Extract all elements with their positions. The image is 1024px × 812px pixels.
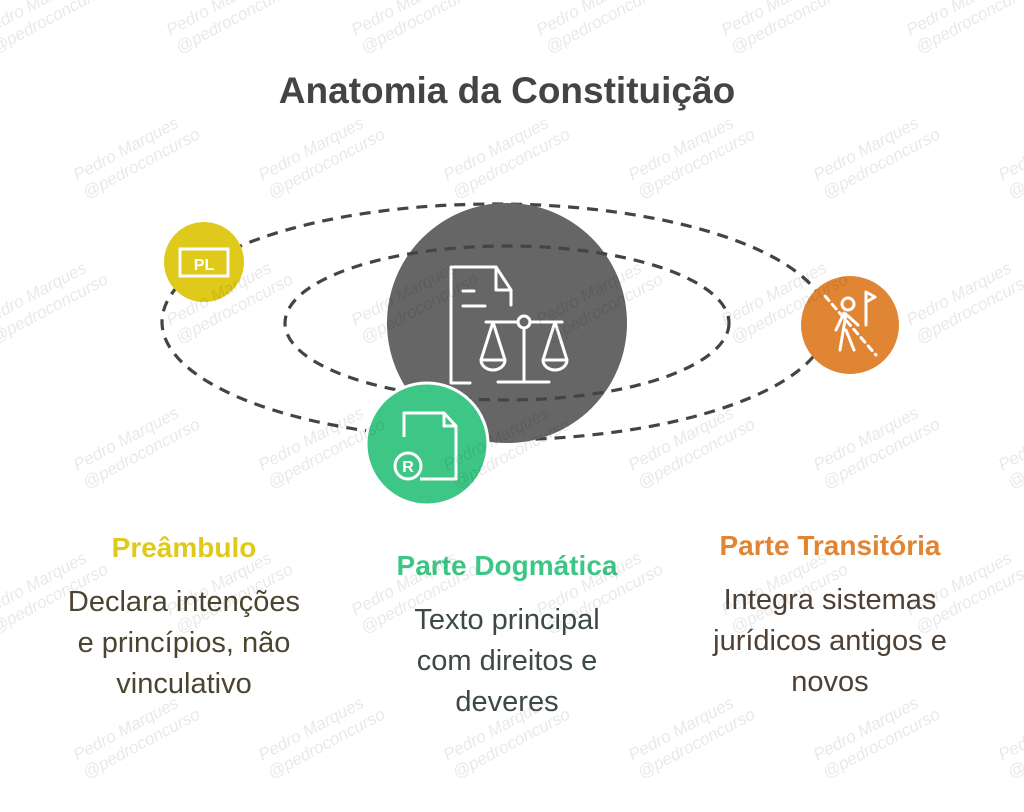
registered-icon-text: R [402,459,414,476]
pl-board-icon: PL [178,247,230,278]
registered-document-icon: R [393,411,458,481]
dogmatica-node [364,381,490,507]
pl-icon-text: PL [194,257,215,274]
section-preambulo: Preâmbulo Declara intenções e princípios… [24,532,344,705]
section-line: e princípios, não [77,627,291,659]
section-line: Declara intenções [67,586,301,618]
inner-orbit [283,244,731,402]
section-title: Preâmbulo [111,532,257,563]
section-line: com direitos e [416,645,598,677]
section-line: Integra sistemas [723,584,937,616]
section-transitoria: Parte Transitória Integra sistemas juríd… [670,530,990,703]
section-dogmatica: Parte Dogmática Texto principal com dire… [347,550,667,723]
section-title: Parte Transitória [719,530,941,561]
section-line: deveres [455,686,559,718]
person-flag-transition-icon [823,290,878,357]
document-scales-icon [449,265,569,385]
section-line: vinculativo [116,668,252,700]
section-title: Parte Dogmática [396,550,618,581]
section-line: novos [791,666,869,698]
preambulo-node [164,222,244,302]
section-line: Texto principal [414,604,600,636]
diagram-title: Anatomia da Constituição [278,70,736,111]
section-line: jurídicos antigos e [713,625,947,657]
